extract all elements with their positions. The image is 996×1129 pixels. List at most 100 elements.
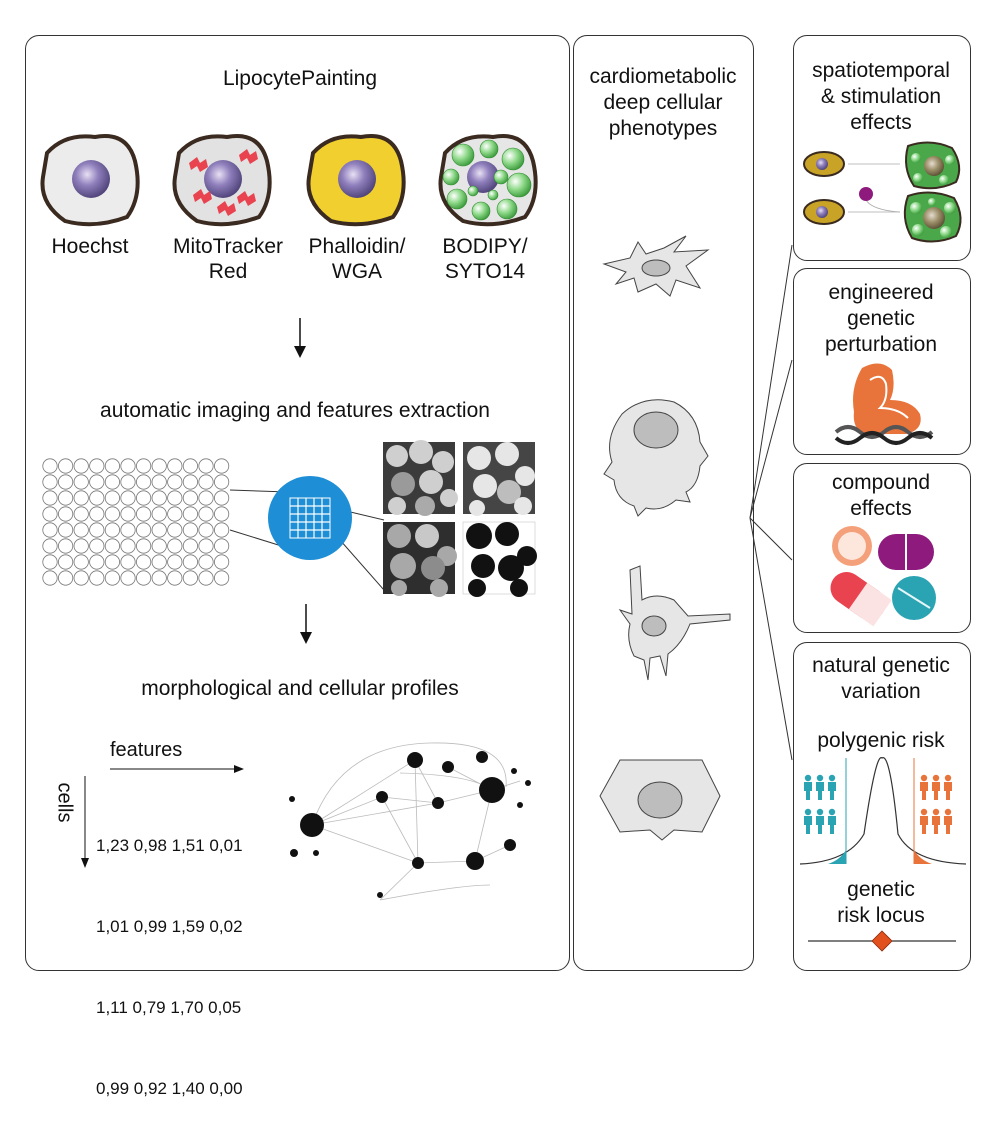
well bbox=[167, 490, 183, 506]
well bbox=[104, 554, 121, 570]
well bbox=[89, 490, 105, 506]
well bbox=[214, 538, 230, 554]
well bbox=[167, 506, 183, 522]
well bbox=[120, 474, 136, 490]
well bbox=[89, 458, 105, 474]
well-plate-icon bbox=[42, 458, 230, 586]
pill-icon bbox=[830, 571, 892, 627]
well bbox=[136, 474, 152, 490]
perturbation-line1: engineered bbox=[828, 281, 934, 304]
phenotypes-title-line3: phenotypes bbox=[608, 117, 718, 140]
well bbox=[73, 554, 89, 570]
well bbox=[104, 570, 121, 586]
person-icon bbox=[828, 774, 836, 782]
well bbox=[198, 570, 214, 586]
person-icon bbox=[944, 808, 952, 816]
well bbox=[73, 570, 89, 586]
well bbox=[58, 458, 74, 474]
well bbox=[42, 506, 58, 522]
well bbox=[182, 506, 198, 522]
well bbox=[167, 522, 183, 538]
protein-icon bbox=[853, 363, 921, 434]
small-cell-icon bbox=[803, 151, 845, 225]
lipid-cell-icon bbox=[903, 141, 962, 243]
well bbox=[214, 490, 230, 506]
pills-icon bbox=[830, 526, 936, 627]
well bbox=[214, 522, 230, 538]
spatiotemporal-line2: & stimulation bbox=[820, 85, 942, 108]
well bbox=[73, 538, 89, 554]
arrow-right-icon bbox=[110, 765, 244, 773]
well bbox=[104, 458, 121, 474]
well bbox=[214, 554, 230, 570]
stain-label-mitotracker-2: Red bbox=[208, 260, 248, 283]
well bbox=[42, 554, 58, 570]
well bbox=[214, 570, 230, 586]
well bbox=[89, 570, 105, 586]
matrix-row: 1,23 0,98 1,51 0,01 bbox=[96, 836, 243, 855]
well bbox=[136, 490, 152, 506]
well bbox=[42, 458, 58, 474]
well bbox=[198, 490, 214, 506]
mitotracker-cell-icon bbox=[172, 134, 272, 227]
well bbox=[120, 554, 136, 570]
phalloidin-cell-icon bbox=[306, 134, 406, 227]
well bbox=[214, 458, 230, 474]
cell-shapes bbox=[599, 235, 731, 841]
well bbox=[58, 490, 74, 506]
microscopy-image-2 bbox=[463, 442, 535, 516]
well bbox=[58, 474, 74, 490]
well bbox=[167, 554, 183, 570]
hoechst-cell-icon bbox=[40, 134, 140, 227]
well bbox=[58, 522, 74, 538]
perturbation-line2: genetic bbox=[847, 307, 915, 330]
well bbox=[182, 458, 198, 474]
person-icon bbox=[828, 816, 836, 834]
well bbox=[151, 538, 167, 554]
well bbox=[198, 554, 214, 570]
person-icon bbox=[920, 808, 928, 816]
compound-line2: effects bbox=[850, 497, 912, 520]
round-cell-icon bbox=[603, 399, 709, 517]
risk-locus-line1: genetic bbox=[847, 878, 915, 901]
well bbox=[182, 474, 198, 490]
person-icon bbox=[804, 774, 812, 782]
well bbox=[167, 570, 183, 586]
phenotypes-title-line2: deep cellular bbox=[603, 91, 723, 114]
well bbox=[104, 522, 121, 538]
stain-label-mitotracker: MitoTracker bbox=[172, 235, 284, 258]
well bbox=[182, 570, 198, 586]
stained-cells bbox=[40, 134, 538, 227]
well bbox=[151, 458, 167, 474]
well bbox=[198, 538, 214, 554]
well bbox=[120, 538, 136, 554]
well bbox=[89, 538, 105, 554]
step2-title: automatic imaging and features extractio… bbox=[100, 399, 490, 422]
stain-label-hoechst: Hoechst bbox=[51, 235, 129, 258]
person-icon bbox=[944, 782, 952, 800]
well bbox=[136, 522, 152, 538]
perturbation-line3: perturbation bbox=[824, 333, 938, 356]
well bbox=[73, 458, 89, 474]
person-icon bbox=[932, 816, 940, 834]
well bbox=[104, 538, 121, 554]
person-icon bbox=[804, 816, 812, 834]
well bbox=[104, 506, 121, 522]
well bbox=[42, 538, 58, 554]
well bbox=[198, 458, 214, 474]
person-icon bbox=[920, 774, 928, 782]
network-graph-icon bbox=[289, 742, 531, 901]
panel-natural-variation bbox=[793, 642, 971, 971]
well bbox=[120, 506, 136, 522]
person-icon bbox=[920, 816, 928, 834]
well bbox=[151, 474, 167, 490]
well bbox=[198, 474, 214, 490]
magnified-well-icon bbox=[229, 476, 385, 591]
well bbox=[136, 458, 152, 474]
well bbox=[42, 474, 58, 490]
well bbox=[182, 538, 198, 554]
well bbox=[167, 458, 183, 474]
stain-label-bodipy: BODIPY/ bbox=[442, 235, 528, 258]
well bbox=[42, 522, 58, 538]
well bbox=[182, 522, 198, 538]
